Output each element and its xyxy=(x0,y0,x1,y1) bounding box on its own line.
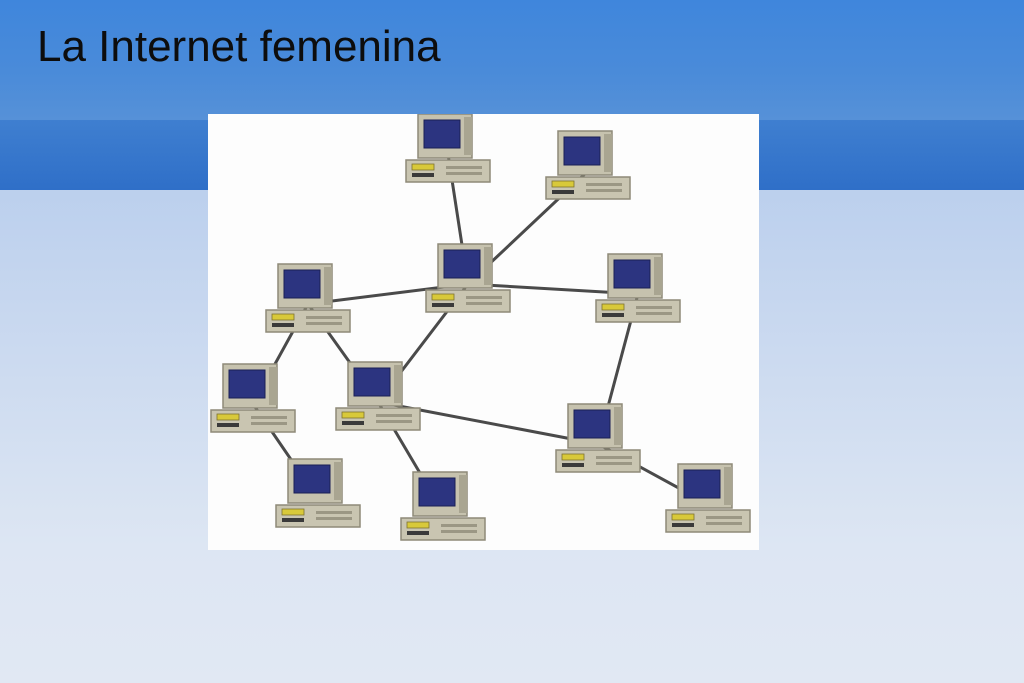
monitor-side xyxy=(614,407,622,445)
drive-slot-dark xyxy=(562,463,584,467)
drive-slot xyxy=(406,521,430,529)
drive-slot xyxy=(281,508,305,516)
drive-slot-dark xyxy=(282,518,304,522)
monitor-screen xyxy=(443,249,481,279)
computer-base xyxy=(400,517,486,541)
drive-slot xyxy=(561,453,585,461)
desktop-computer-icon xyxy=(595,253,681,323)
monitor-screen xyxy=(683,469,721,499)
vent-line xyxy=(306,322,342,325)
drive-slot xyxy=(341,411,365,419)
computer-base xyxy=(335,407,421,431)
desktop-computer-icon xyxy=(265,263,351,333)
vent-line xyxy=(441,530,477,533)
drive-slot-dark xyxy=(552,190,574,194)
desktop-computer-icon xyxy=(425,243,511,313)
monitor-screen xyxy=(283,269,321,299)
drive-slot xyxy=(431,293,455,301)
monitor-screen xyxy=(293,464,331,494)
vent-line xyxy=(586,183,622,186)
desktop-computer-icon xyxy=(545,130,631,200)
vent-line xyxy=(251,422,287,425)
computer-base xyxy=(665,509,751,533)
vent-line xyxy=(251,416,287,419)
monitor-screen xyxy=(423,119,461,149)
drive-slot-dark xyxy=(272,323,294,327)
vent-line xyxy=(441,524,477,527)
monitor-side xyxy=(654,257,662,295)
desktop-computer-icon xyxy=(275,458,361,528)
vent-line xyxy=(466,302,502,305)
drive-slot xyxy=(216,413,240,421)
monitor-screen xyxy=(418,477,456,507)
monitor-screen xyxy=(228,369,266,399)
monitor-side xyxy=(334,462,342,500)
monitor-side xyxy=(394,365,402,403)
monitor-screen xyxy=(563,136,601,166)
network-diagram-image xyxy=(208,114,759,550)
drive-slot xyxy=(671,513,695,521)
monitor-side xyxy=(459,475,467,513)
vent-line xyxy=(316,511,352,514)
computer-base xyxy=(275,504,361,528)
vent-line xyxy=(636,306,672,309)
vent-line xyxy=(446,172,482,175)
desktop-computer-icon xyxy=(405,114,491,183)
network-diagram-svg xyxy=(210,114,751,541)
vent-line xyxy=(306,316,342,319)
computer-base xyxy=(405,159,491,183)
drive-slot xyxy=(271,313,295,321)
monitor-side xyxy=(464,117,472,155)
vent-line xyxy=(706,522,742,525)
network-nodes xyxy=(210,114,751,541)
monitor-side xyxy=(324,267,332,305)
computer-base xyxy=(555,449,641,473)
drive-slot xyxy=(411,163,435,171)
desktop-computer-icon xyxy=(555,403,641,473)
vent-line xyxy=(376,414,412,417)
computer-base xyxy=(545,176,631,200)
computer-base xyxy=(210,409,296,433)
monitor-side xyxy=(604,134,612,172)
vent-line xyxy=(596,456,632,459)
computer-base xyxy=(595,299,681,323)
monitor-side xyxy=(269,367,277,405)
vent-line xyxy=(316,517,352,520)
header-background xyxy=(0,0,1024,120)
vent-line xyxy=(446,166,482,169)
vent-line xyxy=(466,296,502,299)
drive-slot-dark xyxy=(412,173,434,177)
monitor-side xyxy=(484,247,492,285)
vent-line xyxy=(636,312,672,315)
vent-line xyxy=(596,462,632,465)
vent-line xyxy=(706,516,742,519)
vent-line xyxy=(586,189,622,192)
drive-slot-dark xyxy=(407,531,429,535)
vent-line xyxy=(376,420,412,423)
drive-slot-dark xyxy=(672,523,694,527)
computer-base xyxy=(425,289,511,313)
monitor-screen xyxy=(353,367,391,397)
drive-slot xyxy=(551,180,575,188)
computer-base xyxy=(265,309,351,333)
desktop-computer-icon xyxy=(335,361,421,431)
monitor-side xyxy=(724,467,732,505)
drive-slot-dark xyxy=(342,421,364,425)
monitor-screen xyxy=(613,259,651,289)
drive-slot-dark xyxy=(217,423,239,427)
desktop-computer-icon xyxy=(400,471,486,541)
drive-slot-dark xyxy=(602,313,624,317)
slide-title: La Internet femenina xyxy=(37,22,441,71)
desktop-computer-icon xyxy=(210,363,296,433)
monitor-screen xyxy=(573,409,611,439)
drive-slot xyxy=(601,303,625,311)
desktop-computer-icon xyxy=(665,463,751,533)
drive-slot-dark xyxy=(432,303,454,307)
